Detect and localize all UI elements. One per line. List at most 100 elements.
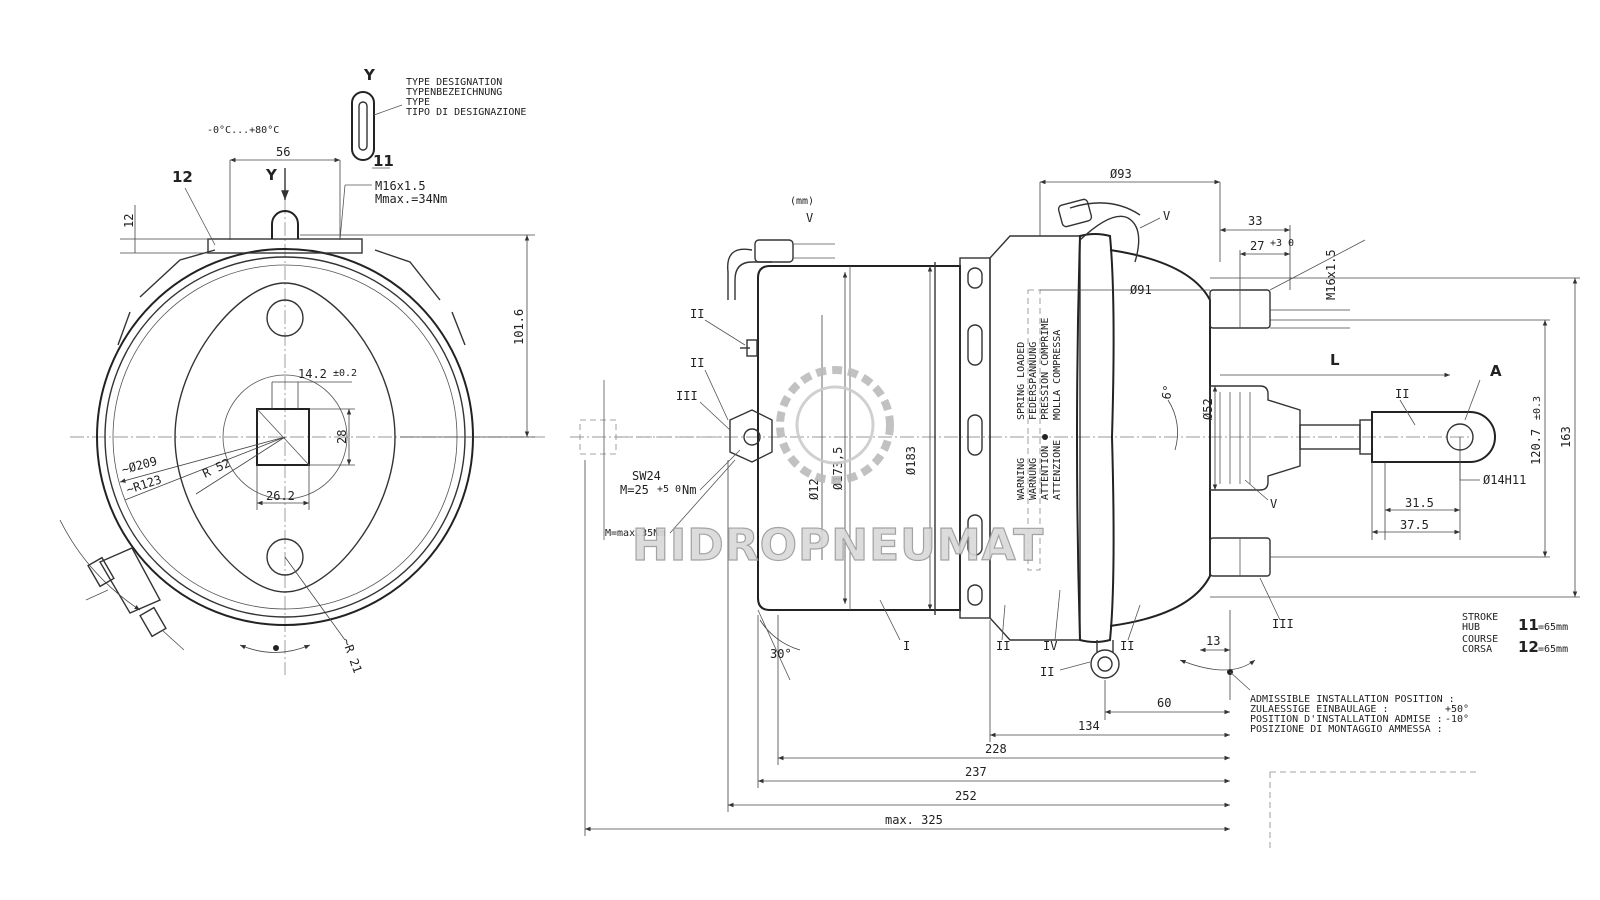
dim-d12: Ø12 — [807, 478, 821, 500]
release-torque: M=25 — [620, 483, 649, 497]
center-socket — [256, 408, 310, 466]
stroke-label-3: COURSE — [1462, 634, 1498, 645]
dim-d14h11: Ø14H11 — [1483, 473, 1526, 487]
warning-text-2: WARNUNG — [1028, 458, 1039, 500]
type-line-2: TYPENBEZEICHNUNG — [406, 87, 502, 98]
stroke-12-unit: =65mm — [1538, 644, 1568, 655]
spring-text-2: FEDERSPANNUNG — [1028, 342, 1039, 420]
label-iii-2: III — [1272, 617, 1294, 631]
dim-14-2-tol: ±0.2 — [333, 368, 357, 379]
dim-134: 134 — [1078, 719, 1100, 733]
dim-r21: ~R 21 — [339, 636, 365, 675]
service-chamber — [1109, 249, 1211, 627]
dim-27-tol: +3 0 — [1270, 238, 1294, 249]
install-line-4: POSIZIONE DI MONTAGGIO AMMESSA : — [1250, 724, 1443, 735]
temperature-range: -0°C...+80°C — [207, 125, 279, 136]
type-line-4: TIPO DI DESIGNAZIONE — [406, 107, 526, 118]
dim-120-7-tol: ±0.3 — [1532, 396, 1543, 420]
drain-fitting — [1090, 649, 1120, 679]
mounting-flange — [174, 282, 396, 593]
left-port-fitting — [754, 239, 794, 263]
label-ii-6: II — [1395, 387, 1409, 401]
release-nut — [729, 409, 773, 463]
spring-loaded-text: SPRING LOADED FEDERSPANNUNG PRESSION COM… — [1016, 318, 1063, 420]
label-ii-4: II — [1120, 639, 1134, 653]
mounting-hole-bottom — [266, 538, 304, 576]
stroke-label-2: HUB — [1462, 622, 1480, 633]
dim-6-deg: 6° — [1159, 384, 1175, 401]
stroke-12: 12 — [1518, 638, 1539, 656]
type-line-1: TYPE DESIGNATION — [406, 77, 502, 88]
label-ii-3: II — [996, 639, 1010, 653]
dim-14-2: 14.2 — [298, 367, 327, 381]
dim-33: 33 — [1248, 214, 1262, 228]
stroke-11-unit: =65mm — [1538, 622, 1568, 633]
dim-120-7: 120.7 — [1529, 429, 1543, 465]
dim-252: 252 — [955, 789, 977, 803]
clevis — [1371, 411, 1496, 463]
install-line-1: ADMISSIBLE INSTALLATION POSITION : — [1250, 694, 1455, 705]
stroke-11: 11 — [1518, 616, 1539, 634]
label-iv: IV — [1043, 639, 1057, 653]
dim-d93: Ø93 — [1110, 167, 1132, 181]
dim-228: 228 — [985, 742, 1007, 756]
type-designation: Y TYPE DESIGNATION TYPENBEZEICHNUNG TYPE… — [351, 66, 526, 161]
top-hose — [1079, 215, 1140, 263]
release-torque-tol: +5 0 — [657, 484, 681, 495]
label-v-1: V — [1270, 497, 1277, 511]
release-torque-unit: Nm — [682, 483, 696, 497]
middle-housing — [989, 235, 1081, 641]
type-plate-inner — [358, 101, 368, 151]
dim-28: 28 — [335, 430, 349, 444]
stroke-box: STROKE HUB COURSE CORSA 11 =65mm 12 =65m… — [1462, 612, 1568, 656]
installation-position: ADMISSIBLE INSTALLATION POSITION : ZULAE… — [1250, 694, 1469, 735]
side-view: SPRING LOADED FEDERSPANNUNG PRESSION COM… — [570, 167, 1580, 850]
callout-11: 11 — [373, 152, 394, 170]
install-plus-50: +50° — [1445, 704, 1469, 715]
label-a: A — [1490, 362, 1502, 380]
unit-label: (mm) — [790, 196, 814, 207]
label-iii-1: III — [676, 389, 698, 403]
label-ii-5: II — [1040, 665, 1054, 679]
warning-text-3: ATTENTION — [1040, 446, 1051, 500]
stroke-label-1: STROKE — [1462, 612, 1498, 623]
dim-max-325: max. 325 — [885, 813, 943, 827]
mounting-hole-top — [266, 299, 304, 337]
spring-text-1: SPRING LOADED — [1016, 342, 1027, 420]
install-minus-10: -10° — [1445, 714, 1469, 725]
warning-text: WARNING WARNUNG ATTENTION ATTENZIONE — [1016, 440, 1063, 500]
diaphragm-flange — [1076, 233, 1115, 643]
label-i-1: I — [903, 639, 910, 653]
dim-101-6: 101.6 — [512, 309, 526, 345]
dim-r52: R 52 — [200, 456, 232, 481]
callout-12: 12 — [172, 168, 193, 186]
dim-31-5: 31.5 — [1405, 496, 1434, 510]
label-ii-1: II — [690, 307, 704, 321]
label-v-2: V — [1163, 209, 1170, 223]
watermark-gear-icon — [776, 366, 894, 484]
spring-text-4: MOLLA COMPRESSA — [1052, 330, 1063, 420]
dim-d91: Ø91 — [1130, 283, 1152, 297]
dim-237: 237 — [965, 765, 987, 779]
dim-13: 13 — [1206, 634, 1220, 648]
dim-r123: ~R123 — [125, 472, 164, 496]
dim-m16-side: M16x1.5 — [1324, 249, 1338, 300]
callout-y: Y — [265, 166, 278, 184]
bottom-left-fitting — [98, 547, 161, 614]
dim-37-5: 37.5 — [1400, 518, 1429, 532]
watermark-text: HIDROPNEUMAT — [632, 520, 1044, 571]
type-plate-shape — [351, 91, 375, 161]
dim-30-deg: 30° — [770, 647, 792, 661]
label-l: L — [1330, 351, 1340, 369]
front-thread-spec: M16x1.5 — [375, 179, 426, 193]
dim-d183: Ø183 — [904, 446, 918, 475]
dim-26-2: 26.2 — [266, 489, 295, 503]
port-y — [271, 210, 299, 239]
dim-60: 60 — [1157, 696, 1171, 710]
front-torque-spec: Mmax.=34Nm — [375, 192, 447, 206]
install-line-3: POSITION D'INSTALLATION ADMISE : — [1250, 714, 1443, 725]
warning-text-1: WARNING — [1016, 458, 1027, 500]
dim-56: 56 — [276, 145, 290, 159]
install-line-2: ZULAESSIGE EINBAULAGE : — [1250, 704, 1388, 715]
